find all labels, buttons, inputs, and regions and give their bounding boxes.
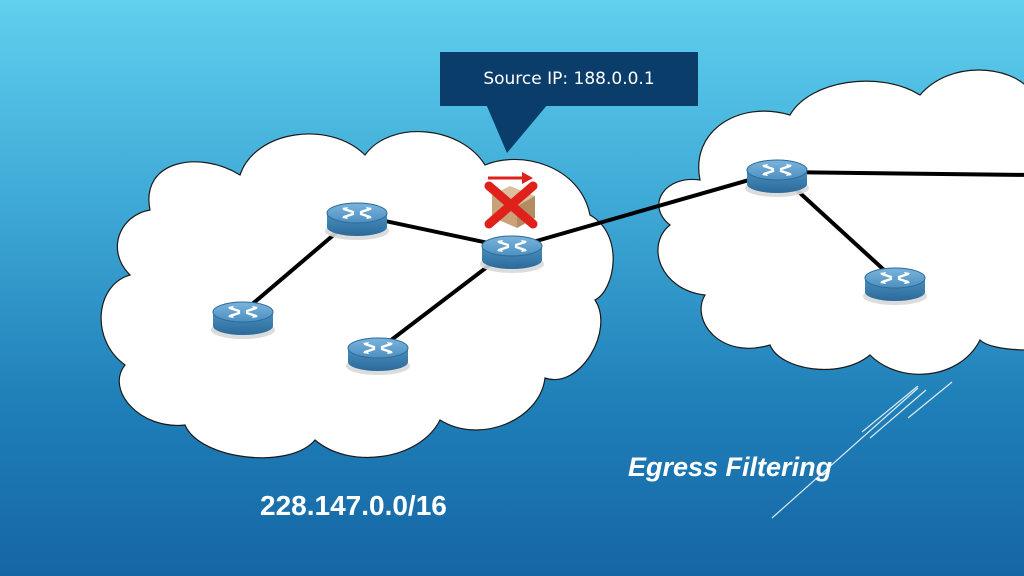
decorative-lines — [771, 381, 953, 519]
router-icon — [861, 266, 929, 307]
router-icon — [209, 300, 277, 341]
source-ip-callout — [440, 52, 698, 153]
technique-label: Egress Filtering — [628, 452, 833, 482]
subnet-label: 228.147.0.0/16 — [260, 490, 447, 521]
router-icon — [323, 201, 391, 242]
arrow-right-icon — [488, 172, 533, 184]
blocked-packet — [484, 172, 538, 229]
local-network-cloud — [100, 131, 614, 459]
remote-network-cloud — [657, 69, 1024, 375]
router-icon — [344, 336, 412, 377]
router-icon — [478, 234, 546, 275]
x-mark-icon — [484, 181, 538, 229]
router-icon — [743, 158, 811, 199]
